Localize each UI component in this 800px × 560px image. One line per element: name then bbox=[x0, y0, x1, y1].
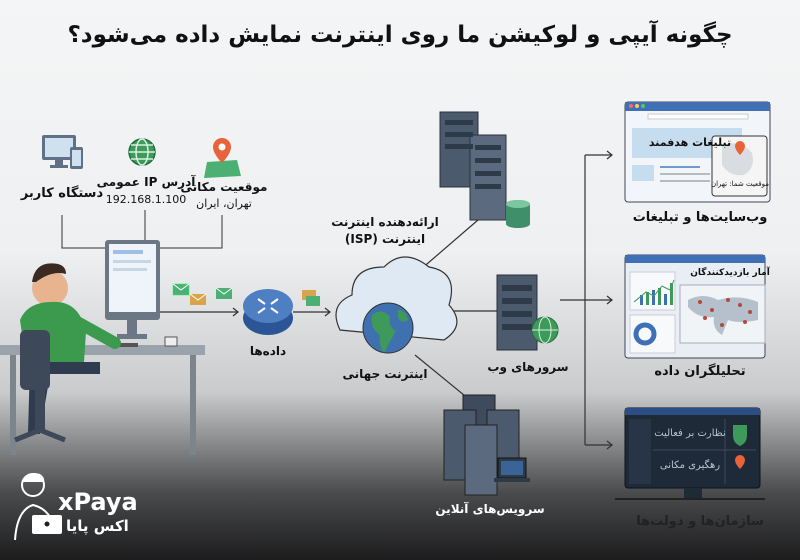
packets-label: داده‌ها bbox=[249, 344, 287, 358]
isp-label-line1: ارائه‌دهنده اینترنت bbox=[331, 215, 439, 229]
location-label: موقعیت مکانی bbox=[180, 180, 268, 194]
online-services-label: سرویس‌های آنلاین bbox=[435, 502, 545, 516]
isp-label-line2: اینترنت (ISP) bbox=[344, 232, 426, 246]
web-servers-label: سرورهای وب bbox=[487, 360, 569, 374]
user-at-desk-illustration bbox=[0, 240, 205, 455]
data-envelope-icon bbox=[172, 283, 320, 306]
page-title: چگونه آیپی و لوکیشن ما روی اینترنت نمایش… bbox=[67, 22, 733, 48]
database-servers-icon bbox=[439, 111, 530, 228]
ip-label: آدرس IP عمومی bbox=[96, 175, 196, 189]
targeted-ads-text: تبلیغات هدفمند bbox=[648, 136, 732, 149]
web-server-icon bbox=[496, 274, 559, 351]
governments-label: سازمان‌ها و دولت‌ها bbox=[636, 514, 764, 529]
analysts-label: تحلیلگران داده bbox=[654, 364, 746, 379]
logo-latin: xPaya bbox=[58, 488, 138, 516]
your-location-text: موقعیت شما: تهران bbox=[710, 180, 770, 188]
logo-persian: اکس پایا bbox=[66, 517, 129, 535]
location-tracking-text: رهگیری مکانی bbox=[659, 460, 721, 471]
device-icon bbox=[42, 135, 83, 169]
visitor-stats-title: آمار بازدیدکنندگان bbox=[690, 268, 770, 278]
router-icon bbox=[243, 289, 293, 335]
globe-icon bbox=[128, 138, 156, 166]
xpaya-logo-mark bbox=[14, 473, 62, 541]
device-label: دستگاه کاربر bbox=[20, 186, 104, 201]
location-value: تهران، ایران bbox=[196, 197, 252, 210]
ip-value: 192.168.1.100 bbox=[105, 193, 187, 206]
internet-cloud-icon bbox=[335, 256, 458, 354]
input-connectors bbox=[61, 210, 223, 249]
online-services-servers-icon bbox=[443, 394, 530, 496]
map-pin-icon bbox=[204, 138, 241, 178]
analytics-dashboard-illustration bbox=[624, 254, 766, 359]
surveillance-monitor-illustration bbox=[615, 407, 765, 500]
websites-browser-illustration bbox=[624, 101, 771, 203]
internet-label: اینترنت جهانی bbox=[342, 367, 428, 381]
activity-monitoring-text: نظارت بر فعالیت bbox=[654, 428, 726, 439]
websites-label: وب‌سایت‌ها و تبلیغات bbox=[632, 210, 768, 225]
